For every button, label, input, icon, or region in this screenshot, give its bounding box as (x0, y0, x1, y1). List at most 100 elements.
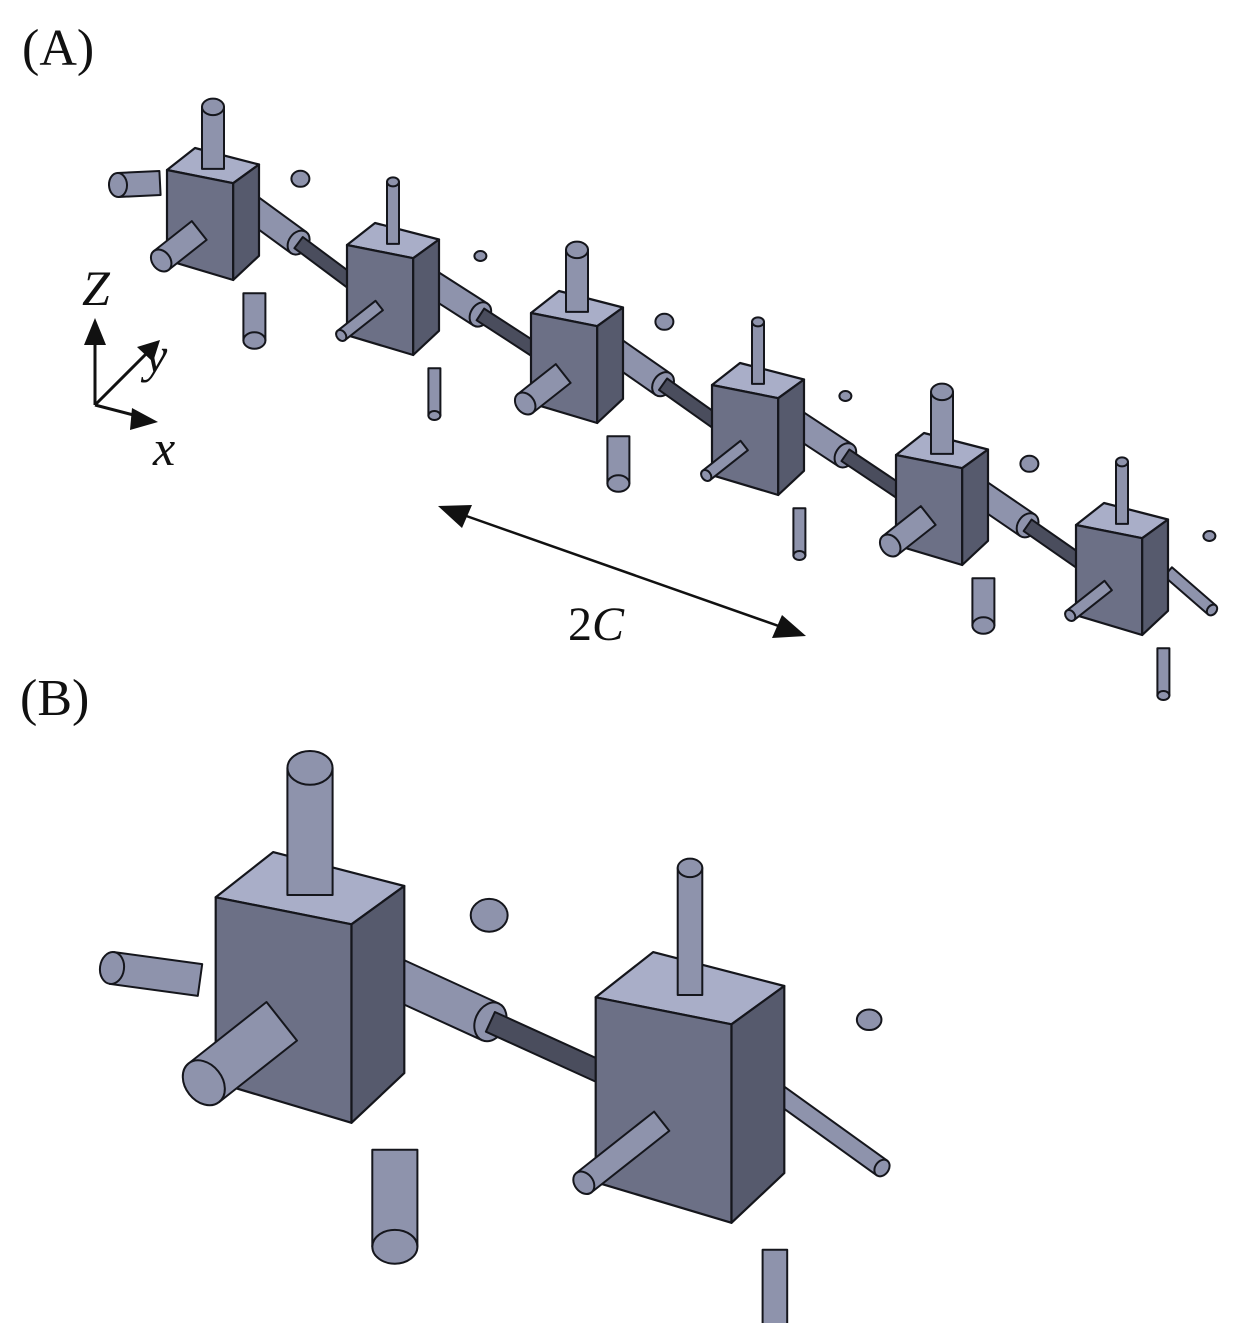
left-end-rod (107, 170, 162, 198)
front-rod-a4 (878, 505, 937, 558)
panel-a-label: (A) (22, 20, 94, 77)
top-rod-a5 (1115, 456, 1129, 525)
panel-b-label: (B) (20, 670, 89, 727)
right-end-rod-cap (1205, 603, 1219, 617)
x-axis-label: x (152, 420, 175, 476)
dimension-prefix: 2 (568, 598, 592, 651)
bottom-rod-a1 (427, 367, 442, 421)
front-rod-a0 (149, 220, 208, 273)
top-rod-a1-cap (386, 176, 400, 188)
bottom-rod-a1-cap (427, 410, 442, 421)
right-end-rod (1163, 566, 1219, 617)
cube-side-face-a2 (596, 306, 625, 425)
bottom-rod-a2 (606, 435, 631, 493)
bottom-rod-b0-cap (371, 1228, 419, 1265)
top-rod-b0-cap (286, 749, 334, 786)
top-rod-a2 (565, 240, 589, 313)
top-rod-a4-body (930, 390, 954, 455)
y-axis-label: y (140, 327, 168, 383)
back-stub-a0 (290, 169, 311, 188)
unit-cell-b1 (572, 857, 883, 1323)
top-rod-a3-cap (751, 316, 765, 328)
bottom-rod-a5 (1156, 647, 1171, 701)
back-stub-a1 (473, 250, 488, 262)
cube-side-face-a4 (961, 448, 990, 567)
cube-side-face-a0 (232, 163, 261, 282)
b-left-end-rod (98, 951, 204, 997)
front-rod-a1 (335, 299, 384, 342)
top-rod-b1-cap (676, 857, 704, 879)
connector-b0 (382, 957, 615, 1086)
front-rod-a5-cap (1064, 609, 1077, 622)
cube-front-face-b1 (594, 996, 733, 1224)
cube-side-face-b0 (350, 884, 406, 1124)
unit-cell-a2 (513, 240, 675, 493)
bottom-rod-a3 (792, 507, 807, 561)
b-right-end-rod-body (770, 1083, 889, 1177)
y-axis-arrow (93, 348, 152, 407)
back-stub-a5 (1202, 530, 1217, 542)
unit-cell-a3 (700, 316, 853, 561)
top-rod-a2-cap (565, 240, 589, 260)
bottom-rod-a5-body (1156, 647, 1171, 697)
front-rod-a4-cap (878, 533, 902, 558)
dimension-symbol: C (592, 598, 625, 651)
front-rod-a1-cap (335, 329, 348, 342)
back-stub-a2 (654, 312, 675, 331)
y-arrowhead (137, 340, 160, 362)
top-rod-a1 (386, 176, 400, 245)
top-rod-a0 (201, 97, 225, 170)
cube-side-face-a3 (777, 378, 806, 497)
top-rod-a1-body (386, 180, 400, 245)
cube-side-face-a5 (1141, 518, 1170, 637)
cube-side-face-b1 (730, 984, 786, 1224)
unit-cell-a5 (1064, 456, 1217, 701)
panel-a-chain (107, 97, 1219, 701)
b-right-end-rod (770, 1083, 891, 1178)
bottom-rod-a4-cap (971, 616, 996, 635)
connector-a2 (606, 339, 725, 431)
cube-front-face-a5 (1074, 523, 1144, 637)
cube-side-face-a1 (412, 238, 441, 357)
coordinate-triad: Z y x (82, 260, 175, 476)
dimension-arrowhead-right (772, 615, 806, 638)
connector-shaft-b0-body (484, 1011, 611, 1085)
cube-front-face-a3 (710, 383, 780, 497)
bottom-rod-b1-body (761, 1248, 789, 1323)
bottom-rod-a3-cap (792, 550, 807, 561)
unit-cell-a1 (335, 176, 488, 421)
dimension-arrowhead-left (438, 505, 472, 528)
cube-front-face-a1 (345, 243, 415, 357)
bottom-rod-a3-body (792, 507, 807, 557)
panel-b-pair (98, 749, 891, 1323)
front-rod-b1 (572, 1110, 671, 1195)
top-rod-b0 (286, 749, 334, 896)
front-rod-a3-cap (700, 469, 713, 482)
top-rod-a3 (751, 316, 765, 385)
top-rod-a0-cap (201, 97, 225, 117)
front-rod-a2 (513, 363, 572, 416)
bottom-rod-a2-cap (606, 474, 631, 493)
back-stub-a4 (1019, 454, 1040, 473)
z-arrowhead (84, 318, 106, 345)
top-rod-b1-body (676, 866, 704, 996)
front-rod-b0-cap (181, 1059, 226, 1107)
connector-a1 (423, 270, 544, 359)
top-rod-a3-body (751, 320, 765, 385)
bottom-rod-a5-cap (1156, 690, 1171, 701)
bottom-rod-a0 (242, 292, 267, 350)
z-axis-label: Z (82, 260, 111, 316)
unit-cell-a0 (149, 97, 311, 350)
front-rod-b1-cap (572, 1170, 596, 1195)
dimension-label: 2C (568, 598, 625, 651)
bottom-rod-a0-cap (242, 331, 267, 350)
connector-a3 (787, 410, 909, 501)
dimension-line (454, 510, 791, 632)
top-rod-b1 (676, 857, 704, 996)
top-rod-a4-cap (930, 382, 954, 402)
top-rod-b0-body (286, 766, 334, 896)
front-rod-a2-cap (513, 391, 537, 416)
connector-a4 (971, 481, 1089, 571)
back-stub-a3 (838, 390, 853, 402)
front-rod-b0 (181, 1001, 298, 1107)
